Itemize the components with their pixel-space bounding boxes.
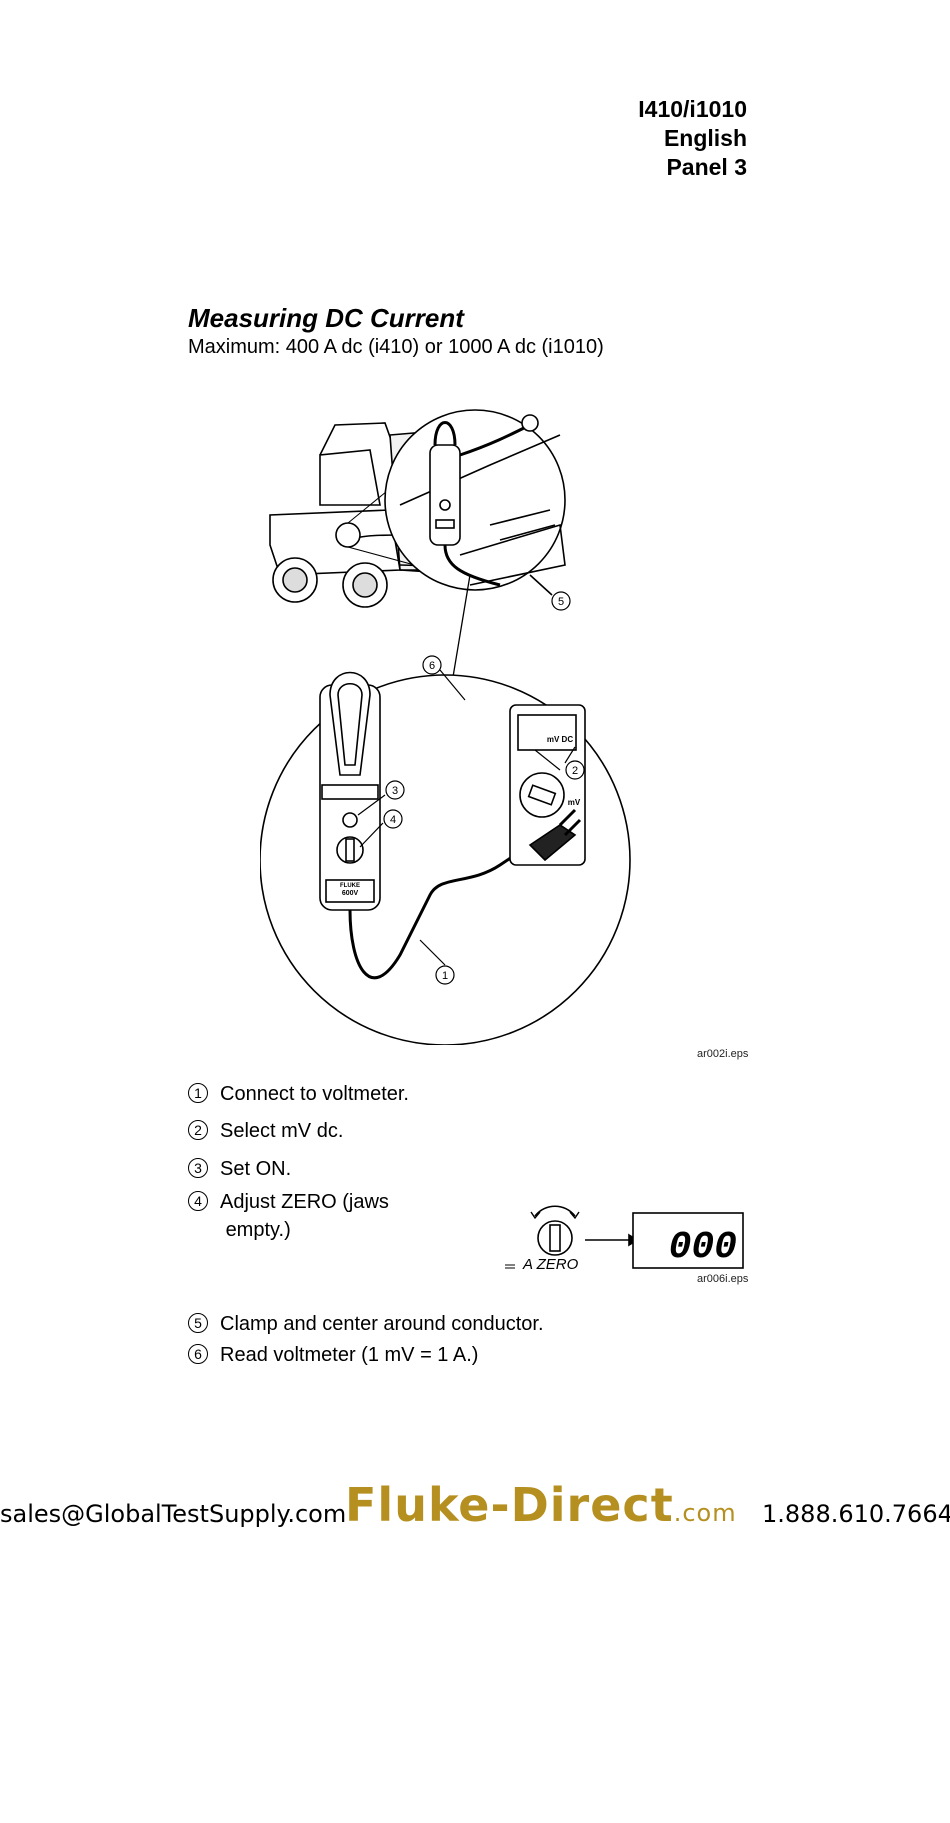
brand-main-text: Fluke-Direct [345,1478,674,1532]
step-5: 5 Clamp and center around conductor. [188,1310,544,1338]
step-number: 3 [188,1158,208,1178]
step-number: 1 [188,1083,208,1103]
step-number: 2 [188,1120,208,1140]
step-text: Adjust ZERO (jaws empty.) [220,1191,389,1241]
step-text: Clamp and center around conductor. [220,1313,544,1335]
figure-file-ref: ar002i.eps [697,1048,749,1060]
footer-email-link[interactable]: sales@GlobalTestSupply.com [0,1500,347,1528]
step-2: 2 Select mV dc. [188,1117,343,1145]
section-subtitle: Maximum: 400 A dc (i410) or 1000 A dc (i… [188,336,604,358]
document-header: I410/i1010 English Panel 3 [447,95,747,182]
illustration-svg: 5 1 2 3 4 6 mV DC mV 600V FLUKE [259,409,631,1046]
step-4: 4 Adjust ZERO (jaws empty.) [188,1188,389,1244]
callout-4: 4 [390,814,396,826]
step-text: Set ON. [220,1158,292,1180]
step-number: 5 [188,1313,208,1333]
step-text: Connect to voltmeter. [220,1083,409,1105]
zero-display-value: 000 [669,1226,737,1269]
clamp-voltage-label: 600V [342,890,359,897]
language-label: English [663,125,747,151]
zero-knob-label: A ZERO [522,1256,579,1273]
brand-suffix-text: .com [673,1499,737,1527]
meter-range-label: mV [568,798,581,807]
step-6: 6 Read voltmeter (1 mV = 1 A.) [188,1341,478,1369]
meter-display-label: mV DC [547,735,573,744]
footer-phone: 1.888.610.7664 [762,1500,950,1528]
step-1: 1 Connect to voltmeter. [188,1080,409,1108]
zero-figure-file-ref: ar006i.eps [697,1273,749,1285]
step-number: 6 [188,1344,208,1364]
footer-brand-logo[interactable]: Fluke-Direct.com [345,1478,737,1532]
section-title: Measuring DC Current [188,303,464,333]
dc-current-illustration: 5 1 2 3 4 6 mV DC mV 600V FLUKE [259,395,680,1050]
callout-2: 2 [572,765,578,777]
callout-6: 6 [429,660,435,672]
callout-3: 3 [392,785,398,797]
zoom-circle-top [384,409,566,591]
zoom-circle-bottom [259,671,631,1046]
model-name: I410/i1010 [638,96,747,122]
step-number: 4 [188,1191,208,1211]
panel-label: Panel 3 [666,154,747,180]
zero-adjust-figure: A ZERO 000 [502,1198,750,1283]
step-text: Read voltmeter (1 mV = 1 A.) [220,1344,479,1366]
callout-5: 5 [558,596,564,608]
step-text: Select mV dc. [220,1120,344,1142]
clamp-brand-label: FLUKE [340,883,360,889]
zero-adjust-svg: A ZERO 000 [502,1205,744,1273]
footer-bar: sales@GlobalTestSupply.com Fluke-Direct.… [0,1478,950,1538]
callout-1: 1 [442,970,448,982]
step-3: 3 Set ON. [188,1155,291,1183]
